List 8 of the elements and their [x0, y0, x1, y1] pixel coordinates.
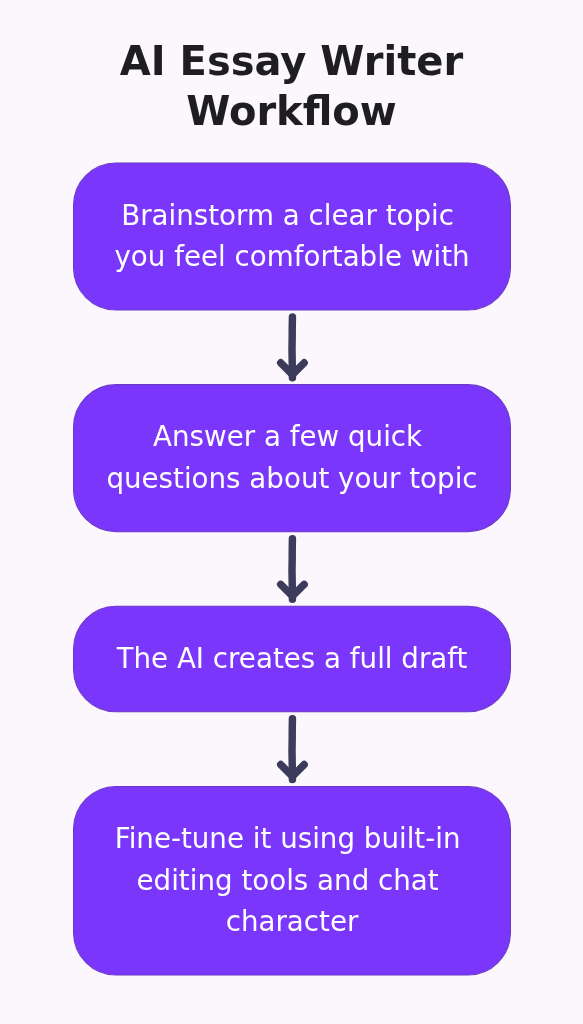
- step-text: The AI creates a full draft: [116, 642, 467, 675]
- diagram-title: AI Essay Writer Workflow: [118, 37, 465, 136]
- step-text: Fine-tune it using built-in editing tools and chat character: [114, 822, 461, 938]
- arrow: [276, 534, 308, 604]
- step-text: Brainstorm a clear topic you feel comfortable with: [113, 199, 470, 273]
- step-text: Answer a few quick questions about your topic: [105, 420, 478, 495]
- arrow: [276, 715, 308, 784]
- arrow: [276, 313, 308, 382]
